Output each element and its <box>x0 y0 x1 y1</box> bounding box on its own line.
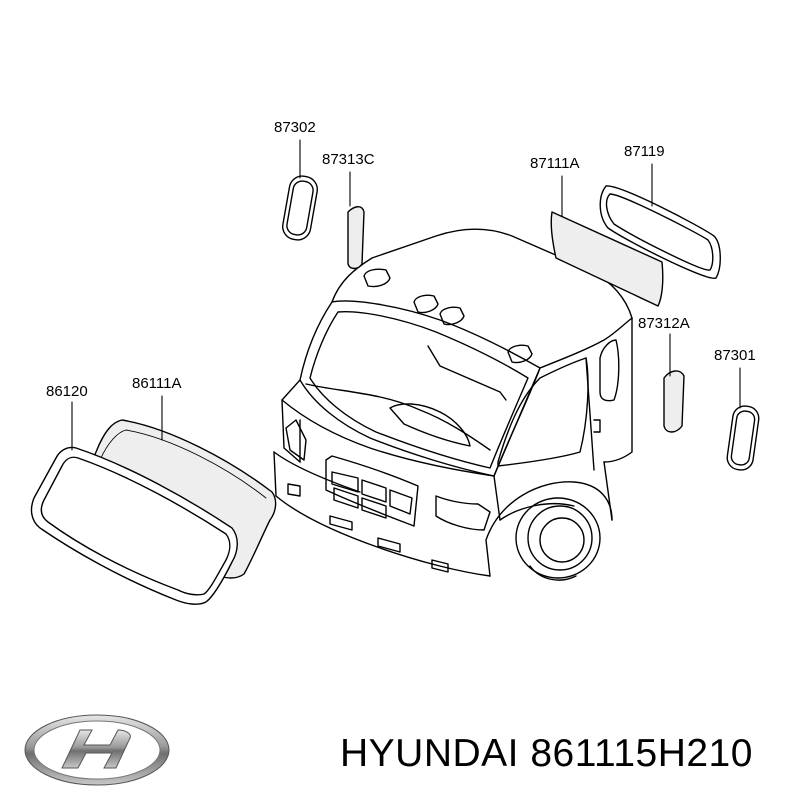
part-87302-weatherstrip <box>282 175 318 241</box>
callout-87111A: 87111A <box>530 155 580 172</box>
callout-86111A: 86111A <box>132 375 182 392</box>
callout-87301: 87301 <box>714 347 756 364</box>
part-86120-weatherstrip <box>30 446 238 605</box>
callout-87313C: 87313C <box>322 151 375 168</box>
callout-86120: 86120 <box>46 383 88 400</box>
part-87111A-rear-glass <box>550 211 664 307</box>
part-87312A-glass <box>663 370 685 433</box>
part-87119-weatherstrip <box>599 185 721 279</box>
callout-87302: 87302 <box>274 119 316 136</box>
callout-labels: 87302 87313C 87111A 87119 87312A 87301 8… <box>46 119 756 400</box>
callout-87312A: 87312A <box>638 315 690 332</box>
part-87301-weatherstrip <box>726 405 760 471</box>
hyundai-logo <box>24 714 170 786</box>
callout-87119: 87119 <box>624 143 665 160</box>
truck-cab-illustration <box>273 228 633 581</box>
part-87313C-glass <box>347 206 365 270</box>
part-number-caption: HYUNDAI 861115H210 <box>340 732 753 775</box>
leader-lines <box>71 139 741 451</box>
